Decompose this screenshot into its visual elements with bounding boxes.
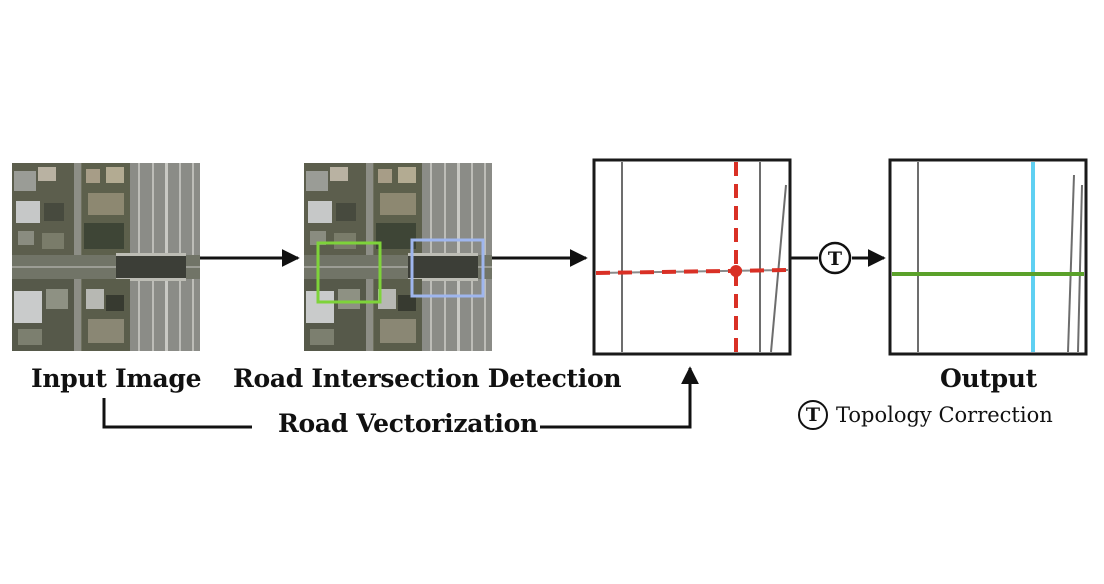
label-road-vectorization: Road Vectorization bbox=[278, 409, 538, 438]
topology-correction-node: T bbox=[818, 241, 852, 275]
output-panel bbox=[888, 158, 1088, 356]
legend-topology-correction: T Topology Correction bbox=[798, 400, 1053, 430]
intersection-box-blue bbox=[410, 238, 485, 298]
vectorization-path bbox=[102, 366, 699, 429]
label-input-image: Input Image bbox=[31, 364, 202, 393]
label-road-intersection-detection: Road Intersection Detection bbox=[233, 364, 622, 393]
label-output: Output bbox=[940, 364, 1037, 393]
detected-road-horizontal bbox=[595, 268, 789, 275]
topology-symbol-icon: T bbox=[798, 400, 828, 430]
vector-graph-panel bbox=[592, 158, 792, 356]
detection-image bbox=[304, 163, 492, 351]
svg-text:T: T bbox=[828, 248, 842, 270]
intersection-box-green bbox=[316, 241, 382, 304]
legend-text: Topology Correction bbox=[836, 403, 1053, 427]
input-image bbox=[12, 163, 200, 351]
intersection-node bbox=[730, 265, 742, 277]
